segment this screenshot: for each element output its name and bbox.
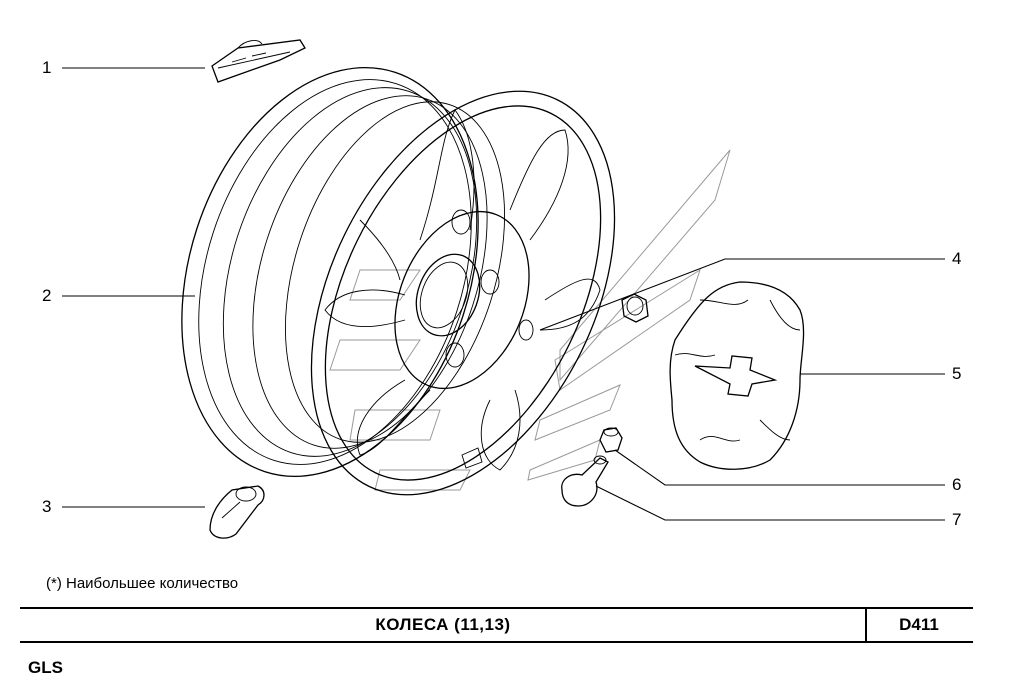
- page-title: КОЛЕСА (11,13): [375, 615, 511, 634]
- valve: [561, 455, 609, 507]
- callout-7: 7: [952, 510, 962, 529]
- title-bar: КОЛЕСА (11,13) D411: [20, 607, 973, 643]
- wheel-weight: [209, 485, 265, 539]
- diagram-code: D411: [899, 615, 939, 634]
- footnote: (*) Наибольшее количество: [46, 575, 239, 592]
- callout-6: 6: [952, 475, 962, 494]
- exploded-parts-diagram: [62, 39, 945, 539]
- callout-4: 4: [952, 249, 962, 268]
- leader-lines: [62, 67, 945, 521]
- callout-2: 2: [42, 286, 52, 305]
- wheel-nut: [621, 293, 649, 323]
- title-divider: [865, 609, 867, 641]
- callout-5: 5: [952, 364, 962, 383]
- wheel-weight-clip: [211, 39, 306, 83]
- hub-cap: [669, 281, 805, 470]
- watermark: [329, 149, 731, 491]
- model-label: GLS: [28, 658, 63, 677]
- callout-3: 3: [42, 497, 52, 516]
- wheel-rim: [181, 66, 616, 496]
- callout-1: 1: [42, 58, 52, 77]
- valve-cap: [599, 427, 623, 453]
- chevrolet-bowtie-icon: [694, 355, 778, 397]
